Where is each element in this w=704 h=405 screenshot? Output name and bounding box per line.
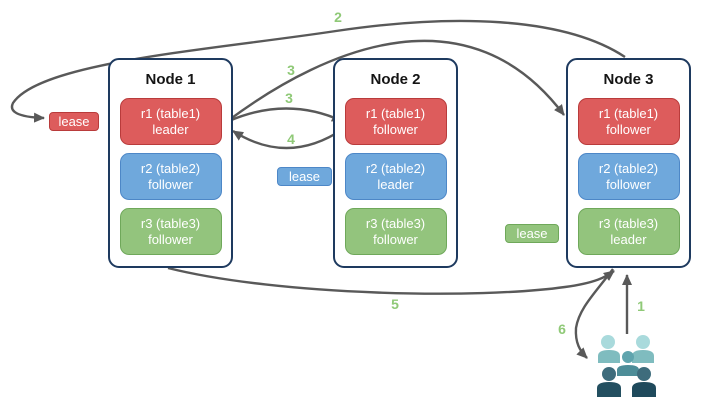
users-icon: [597, 335, 656, 397]
node-3-replica-r3: r3 (table3) leader: [577, 208, 680, 255]
person-icon: [636, 335, 650, 349]
replica-role: leader: [610, 231, 647, 247]
replica-name: r2 (table2): [598, 160, 659, 176]
node-3: Node 3 r1 (table1) follower r2 (table2) …: [566, 58, 691, 268]
replica-name: r2 (table2): [365, 160, 426, 176]
person-icon: [602, 367, 616, 381]
person-icon: [632, 350, 654, 363]
arrow-4-node2-to-node1: [232, 128, 344, 150]
person-icon: [598, 350, 620, 363]
step-label-3b: 3: [285, 90, 293, 106]
arrow-3-node1-to-node3: [228, 39, 565, 121]
step-label-5: 5: [391, 296, 399, 312]
replica-name: r1 (table1): [598, 105, 659, 121]
node-3-replica-r2: r2 (table2) follower: [577, 153, 680, 200]
node-2-replica-r3: r3 (table3) follower: [344, 208, 447, 255]
replica-name: r1 (table1): [140, 105, 201, 121]
replica-name: r2 (table2): [140, 160, 201, 176]
node-1: Node 1 r1 (table1) leader r2 (table2) fo…: [108, 58, 233, 268]
node-1-replica-r2: r2 (table2) follower: [119, 153, 222, 200]
replica-name: r3 (table3): [598, 215, 659, 231]
replica-role: follower: [606, 176, 651, 192]
node-1-title: Node 1: [145, 71, 196, 88]
lease-label-r2: lease: [277, 167, 332, 186]
person-icon: [622, 351, 634, 363]
person-icon: [597, 382, 621, 397]
replica-name: r1 (table1): [365, 105, 426, 121]
replica-role: leader: [152, 121, 189, 137]
person-icon: [632, 382, 656, 397]
arrow-5-node1-to-node3: [167, 266, 615, 295]
step-label-4: 4: [287, 131, 295, 147]
node-2-replica-r1: r1 (table1) follower: [344, 98, 447, 145]
person-icon: [617, 365, 639, 376]
step-label-3a: 3: [287, 62, 295, 78]
replica-role: follower: [148, 231, 193, 247]
node-1-replica-r3: r3 (table3) follower: [119, 208, 222, 255]
node-1-replica-r1: r1 (table1) leader: [119, 98, 222, 145]
step-label-2: 2: [334, 9, 342, 25]
node-3-title: Node 3: [603, 71, 654, 88]
step-label-1: 1: [637, 298, 645, 314]
replica-role: follower: [148, 176, 193, 192]
node-3-replica-r1: r1 (table1) follower: [577, 98, 680, 145]
node-2-title: Node 2: [370, 71, 421, 88]
step-label-6: 6: [558, 321, 566, 337]
replica-role: leader: [377, 176, 414, 192]
node-2: Node 2 r1 (table1) follower r2 (table2) …: [333, 58, 458, 268]
replica-role: follower: [373, 231, 418, 247]
node-2-replica-r2: r2 (table2) leader: [344, 153, 447, 200]
lease-label-r1: lease: [49, 112, 99, 131]
replica-role: follower: [373, 121, 418, 137]
replica-role: follower: [606, 121, 651, 137]
replica-name: r3 (table3): [365, 215, 426, 231]
person-icon: [601, 335, 615, 349]
person-icon: [637, 367, 651, 381]
arrow-3-node1-to-node2: [228, 107, 343, 123]
arrow-6-node3-to-users: [574, 268, 614, 359]
arrow-2-node3-to-lease1: [10, 19, 626, 123]
lease-label-r3: lease: [505, 224, 559, 243]
replica-name: r3 (table3): [140, 215, 201, 231]
